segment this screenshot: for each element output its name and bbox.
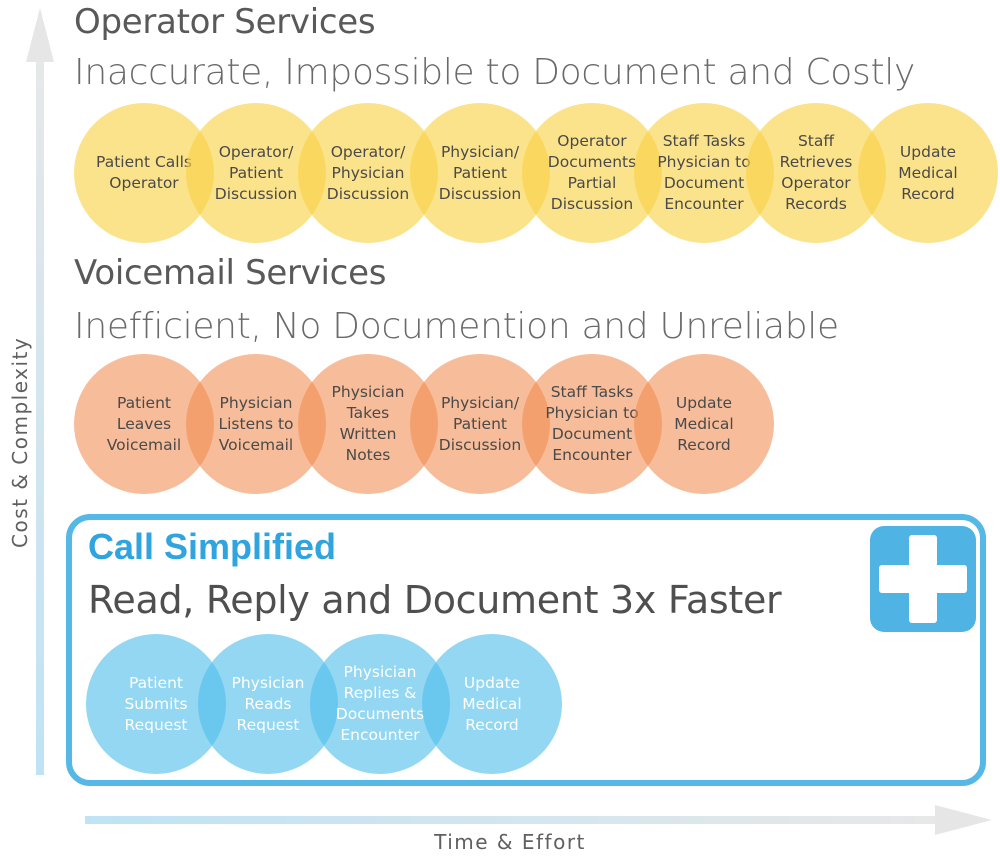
operator-steps: Patient Calls Operator Operator/ Patient…: [74, 103, 1000, 243]
call-simplified-subtitle: Read, Reply and Document 3x Faster: [88, 578, 782, 622]
y-axis-arrow: [26, 8, 54, 775]
x-axis-label: Time & Effort: [434, 830, 586, 854]
operator-subtitle: Inaccurate, Impossible to Document and C…: [74, 52, 915, 93]
y-axis-label: Cost & Complexity: [8, 336, 32, 548]
operator-title: Operator Services: [74, 2, 376, 42]
x-axis-arrow: [85, 805, 992, 835]
voicemail-subtitle: Inefficient, No Documention and Unreliab…: [74, 306, 839, 347]
voicemail-step: Update Medical Record: [634, 354, 774, 494]
call-simplified-title: Call Simplified: [88, 526, 337, 567]
call-simplified-step: Update Medical Record: [422, 634, 562, 774]
voicemail-title: Voicemail Services: [74, 253, 387, 293]
medical-cross-icon: [870, 526, 976, 632]
operator-step: Update Medical Record: [858, 103, 998, 243]
operator-step: Physician/ Patient Discussion: [410, 103, 550, 243]
call-simplified-step: Physician Reads Request: [198, 634, 338, 774]
call-simplified-steps: Patient Submits Request Physician Reads …: [86, 634, 564, 774]
voicemail-step: Physician Listens to Voicemail: [186, 354, 326, 494]
call-simplified-step: Physician Replies & Documents Encounter: [310, 634, 450, 774]
voicemail-steps: Patient Leaves Voicemail Physician Liste…: [74, 354, 778, 494]
